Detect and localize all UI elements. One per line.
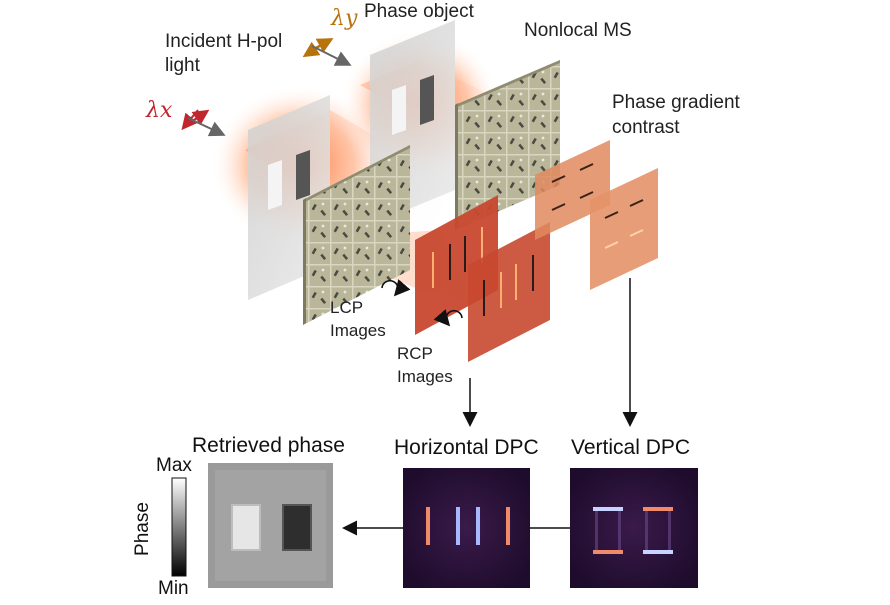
lcp-rotation-icon [381,279,411,297]
incident-label-line2: light [165,55,200,76]
phase-gradient-label-line1: Phase gradient [612,92,740,113]
rcp-image-panel [468,222,550,362]
lcp-label-line2: Images [330,321,386,340]
lambda-y-polarization-arrows [302,38,352,66]
colorbar-max-label: Max [156,455,192,476]
metasurface-panel-1 [303,145,410,325]
nonlocal-ms-label: Nonlocal MS [524,20,632,41]
retrieved-phase-title: Retrieved phase [192,434,345,457]
phase-gradient-panel-2 [590,168,658,290]
metasurface-panel-2 [455,60,560,230]
incident-label-line1: Incident H-pol [165,31,283,52]
lambda-x-polarization-arrows [181,109,226,137]
rcp-label-line1: RCP [397,344,433,363]
horizontal-dpc-title: Horizontal DPC [394,436,539,459]
phase-gradient-label-line2: contrast [612,117,680,138]
lambda-y-label: λy [331,6,358,31]
rcp-label-line2: Images [397,367,453,386]
retrieved-phase-image [208,463,333,588]
phase-colorbar [171,477,187,577]
rcp-rotation-icon [433,309,463,327]
lcp-label-line1: LCP [330,298,364,317]
vertical-dpc-image [570,468,698,588]
phase-object-label: Phase object [364,1,474,22]
horizontal-dpc-image [403,468,530,588]
lambda-x-label: λx [146,98,173,123]
phase-gradient-panel-1 [535,140,610,240]
colorbar-min-label: Min [158,578,189,599]
colorbar-axis-label: Phase [132,502,153,556]
vertical-dpc-title: Vertical DPC [571,436,691,459]
